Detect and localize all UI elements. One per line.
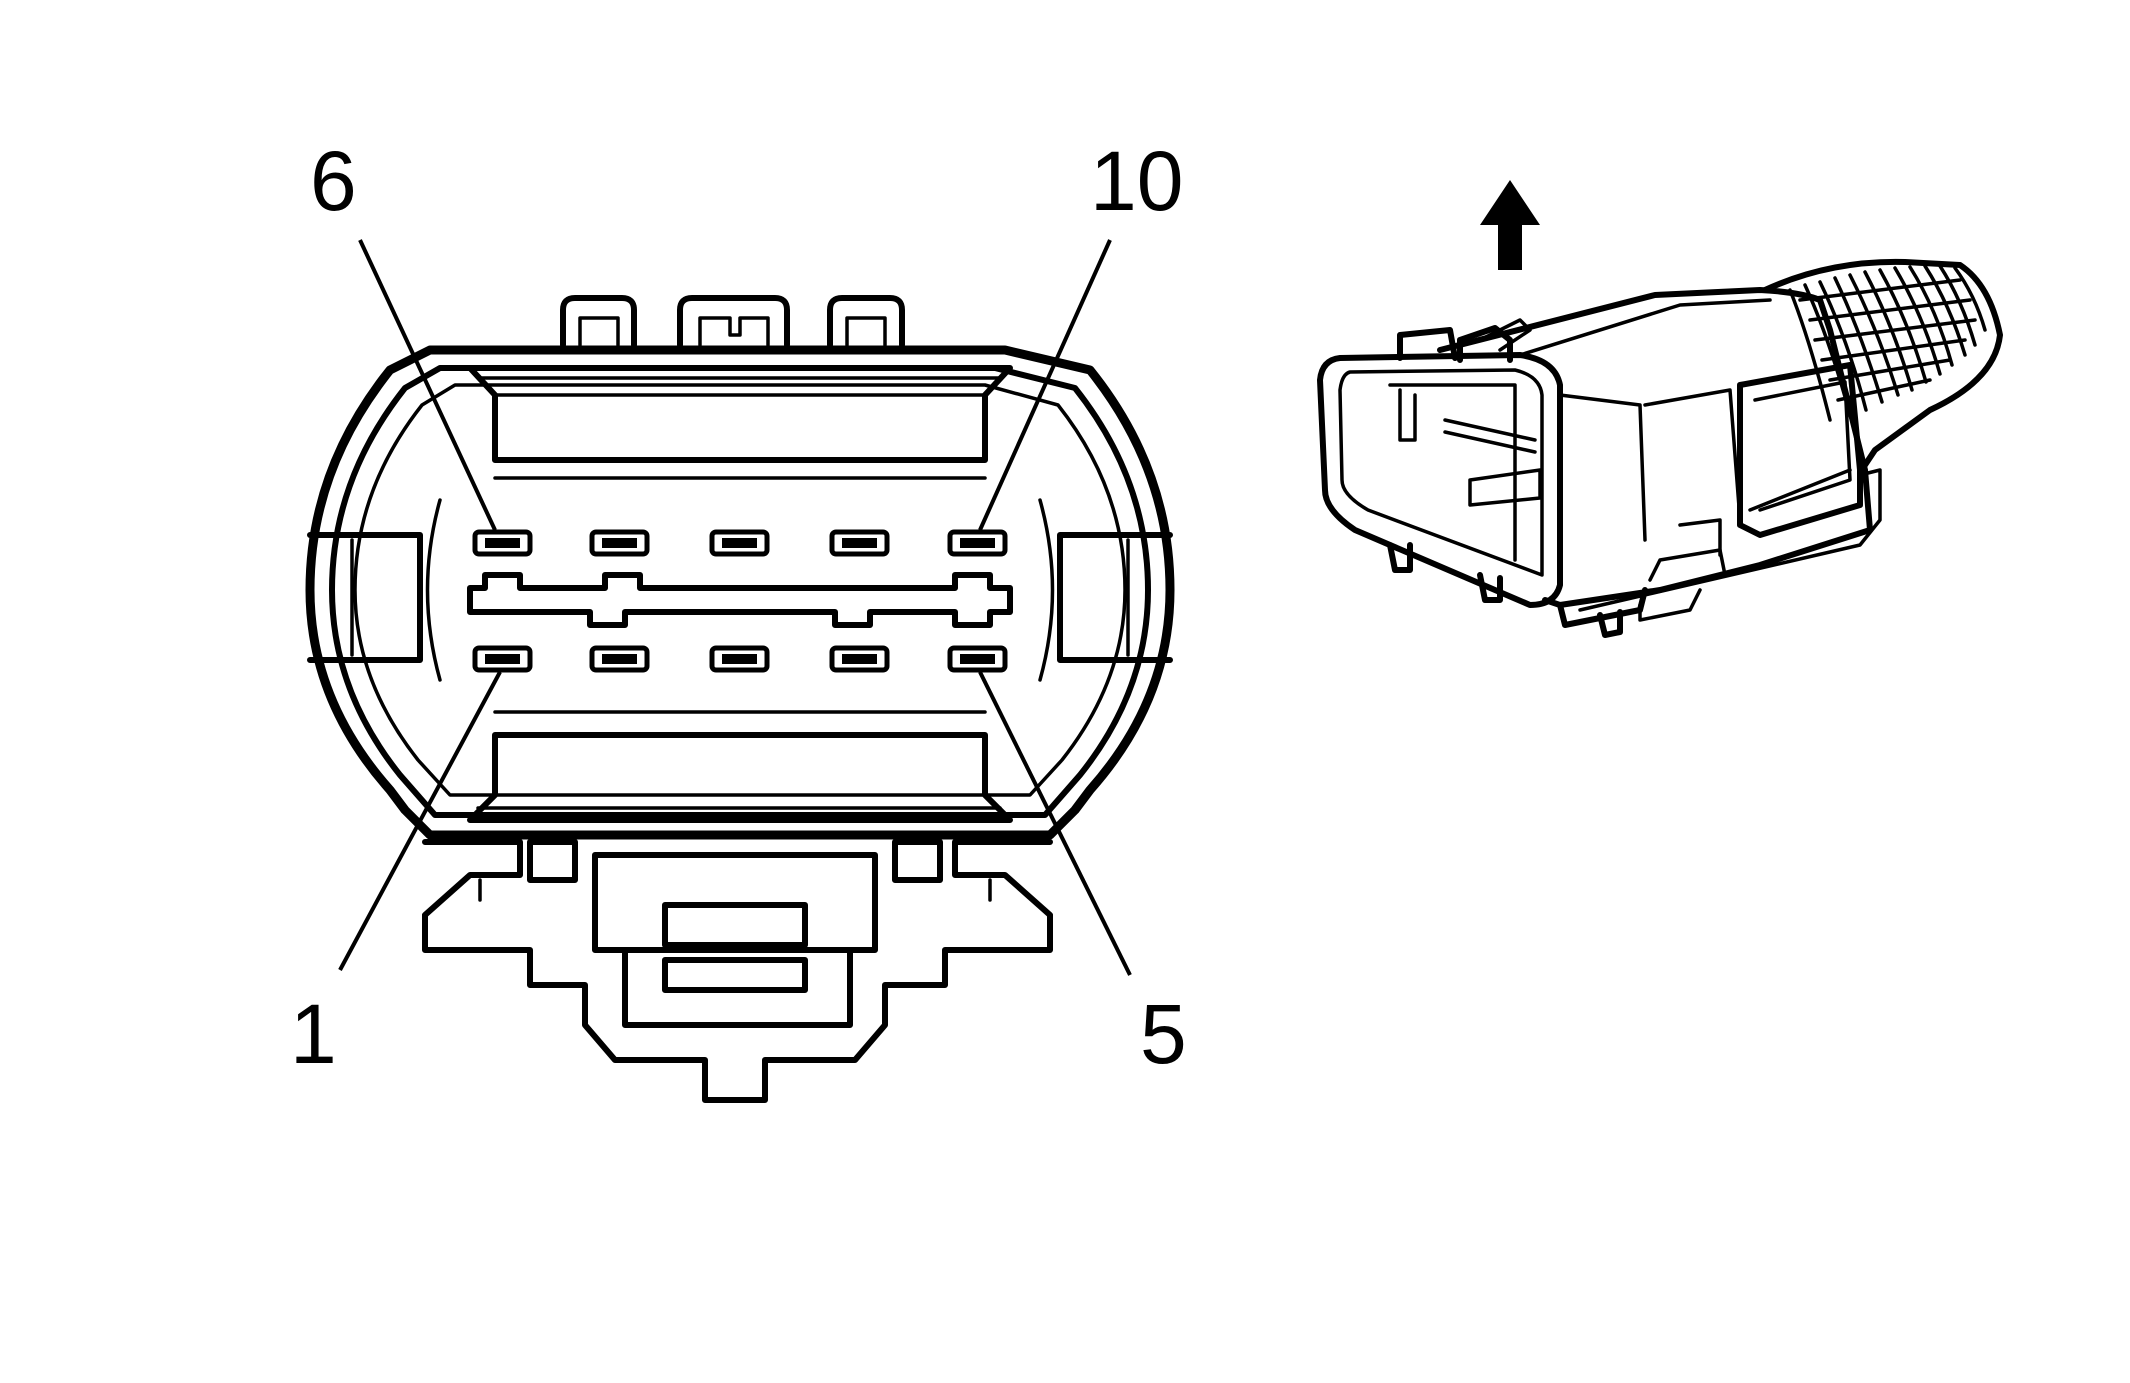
pin-label-6: 6: [310, 134, 357, 228]
pin-label-5: 5: [1140, 987, 1187, 1081]
pin-4: [829, 645, 890, 673]
leader-lines: [338, 239, 1132, 976]
bottom-lock: [422, 839, 1053, 1103]
leader-line-6: [358, 239, 497, 531]
pin-9: [829, 529, 890, 557]
lower-key-rib: [467, 710, 1013, 823]
pin-3: [709, 645, 770, 673]
pin-5: [947, 645, 1008, 673]
up-arrow-icon: [1480, 180, 1540, 270]
upper-key-rib: [467, 365, 1013, 480]
pin-2: [589, 645, 650, 673]
pin-row-bottom: [472, 645, 1008, 673]
pin-row-top: [472, 529, 1008, 557]
pin-1: [472, 645, 533, 673]
leader-line-10: [978, 239, 1112, 531]
corrugated-boot: [1762, 258, 2003, 468]
pin-label-10: 10: [1090, 134, 1183, 228]
connector-face-view: 6 10 1 5: [290, 134, 1187, 1103]
top-latch-tabs: [560, 295, 905, 348]
pin-8: [709, 529, 770, 557]
connector-housing: [305, 345, 1175, 840]
pin-10: [947, 529, 1008, 557]
connector-isometric-view: [1317, 180, 2003, 638]
pin-7: [589, 529, 650, 557]
pin-label-1: 1: [290, 987, 337, 1081]
cavity-separator: [467, 572, 1013, 628]
pin-6: [472, 529, 533, 557]
leader-line-1: [338, 671, 502, 971]
leader-line-5: [978, 671, 1132, 976]
